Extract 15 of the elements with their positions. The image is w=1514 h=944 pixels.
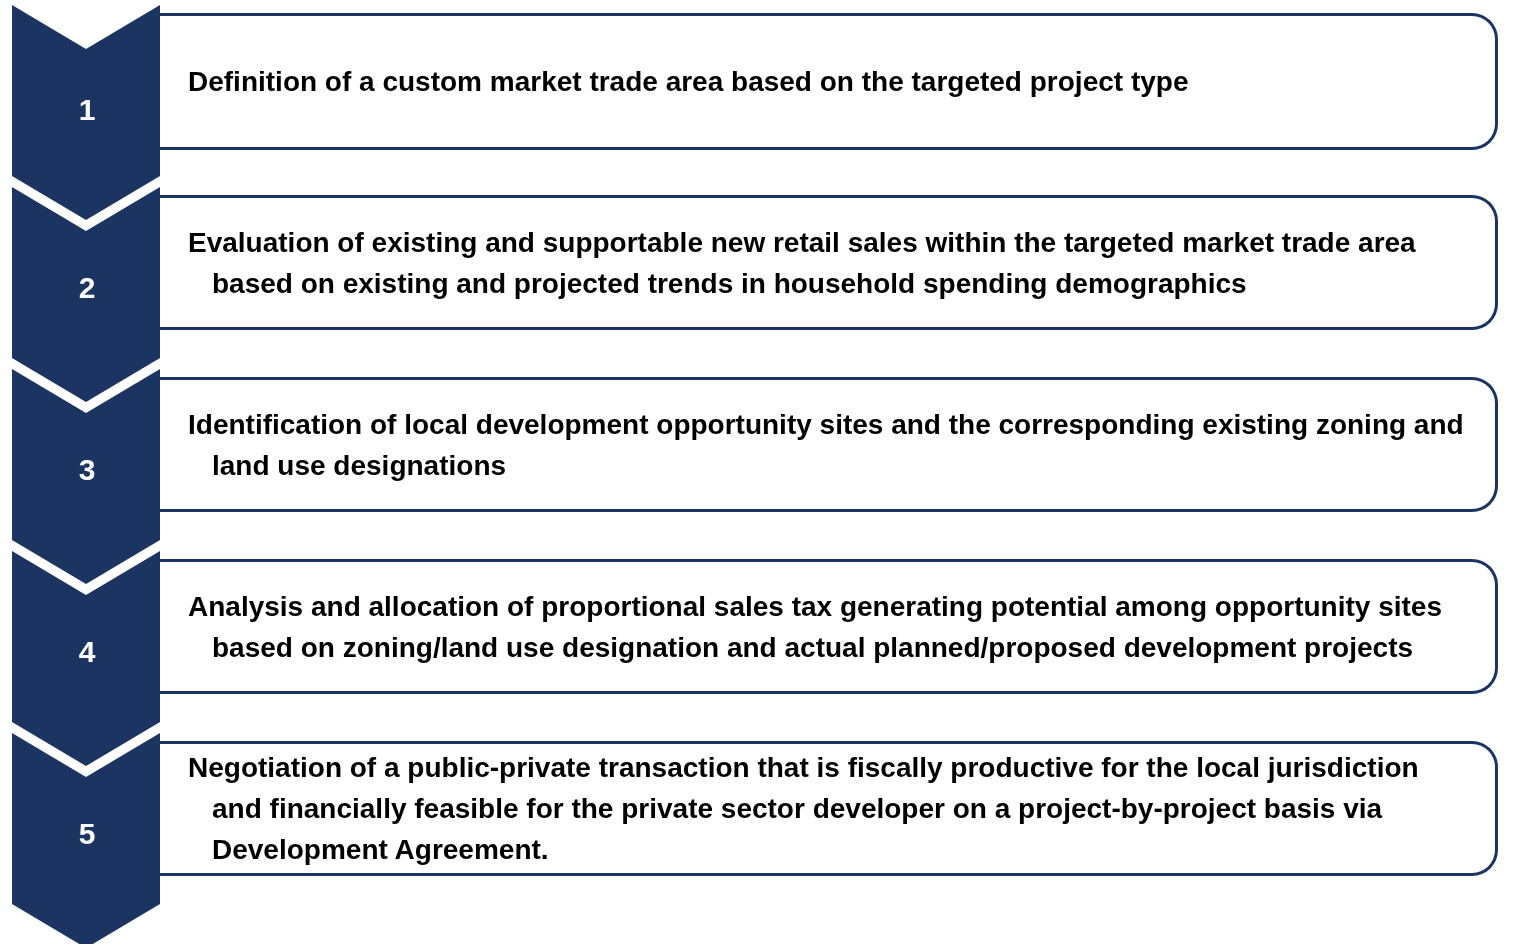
step-box — [160, 377, 1498, 512]
step-number: 4 — [77, 635, 97, 669]
step-description: Definition of a custom market trade area based on the targeted project type — [188, 65, 1189, 99]
step-description: Evaluation of existing and supportable new retail sales within the targeted market trade area based on existing and projected trends in household spending demographics — [188, 225, 1417, 301]
step-number: 5 — [77, 817, 97, 851]
step-number: 2 — [77, 271, 97, 305]
step-box — [160, 13, 1498, 150]
step-description: Negotiation of a public-private transaction that is fiscally productive for the local jurisdiction and financially feasible for the private sector developer on a project-by-project basis via Development Agreement. — [188, 751, 1420, 867]
step-number: 1 — [77, 93, 97, 127]
step-description: Analysis and allocation of proportional sales tax generating potential among opportunity sites based on zoning/land use designation and actual planned/proposed development projects — [188, 589, 1443, 665]
step-number: 3 — [77, 453, 97, 487]
step-box — [160, 559, 1498, 694]
step-description: Identification of local development opportunity sites and the corresponding existing zoning and land use designations — [188, 407, 1465, 483]
step-box — [160, 741, 1498, 876]
step-box — [160, 195, 1498, 330]
